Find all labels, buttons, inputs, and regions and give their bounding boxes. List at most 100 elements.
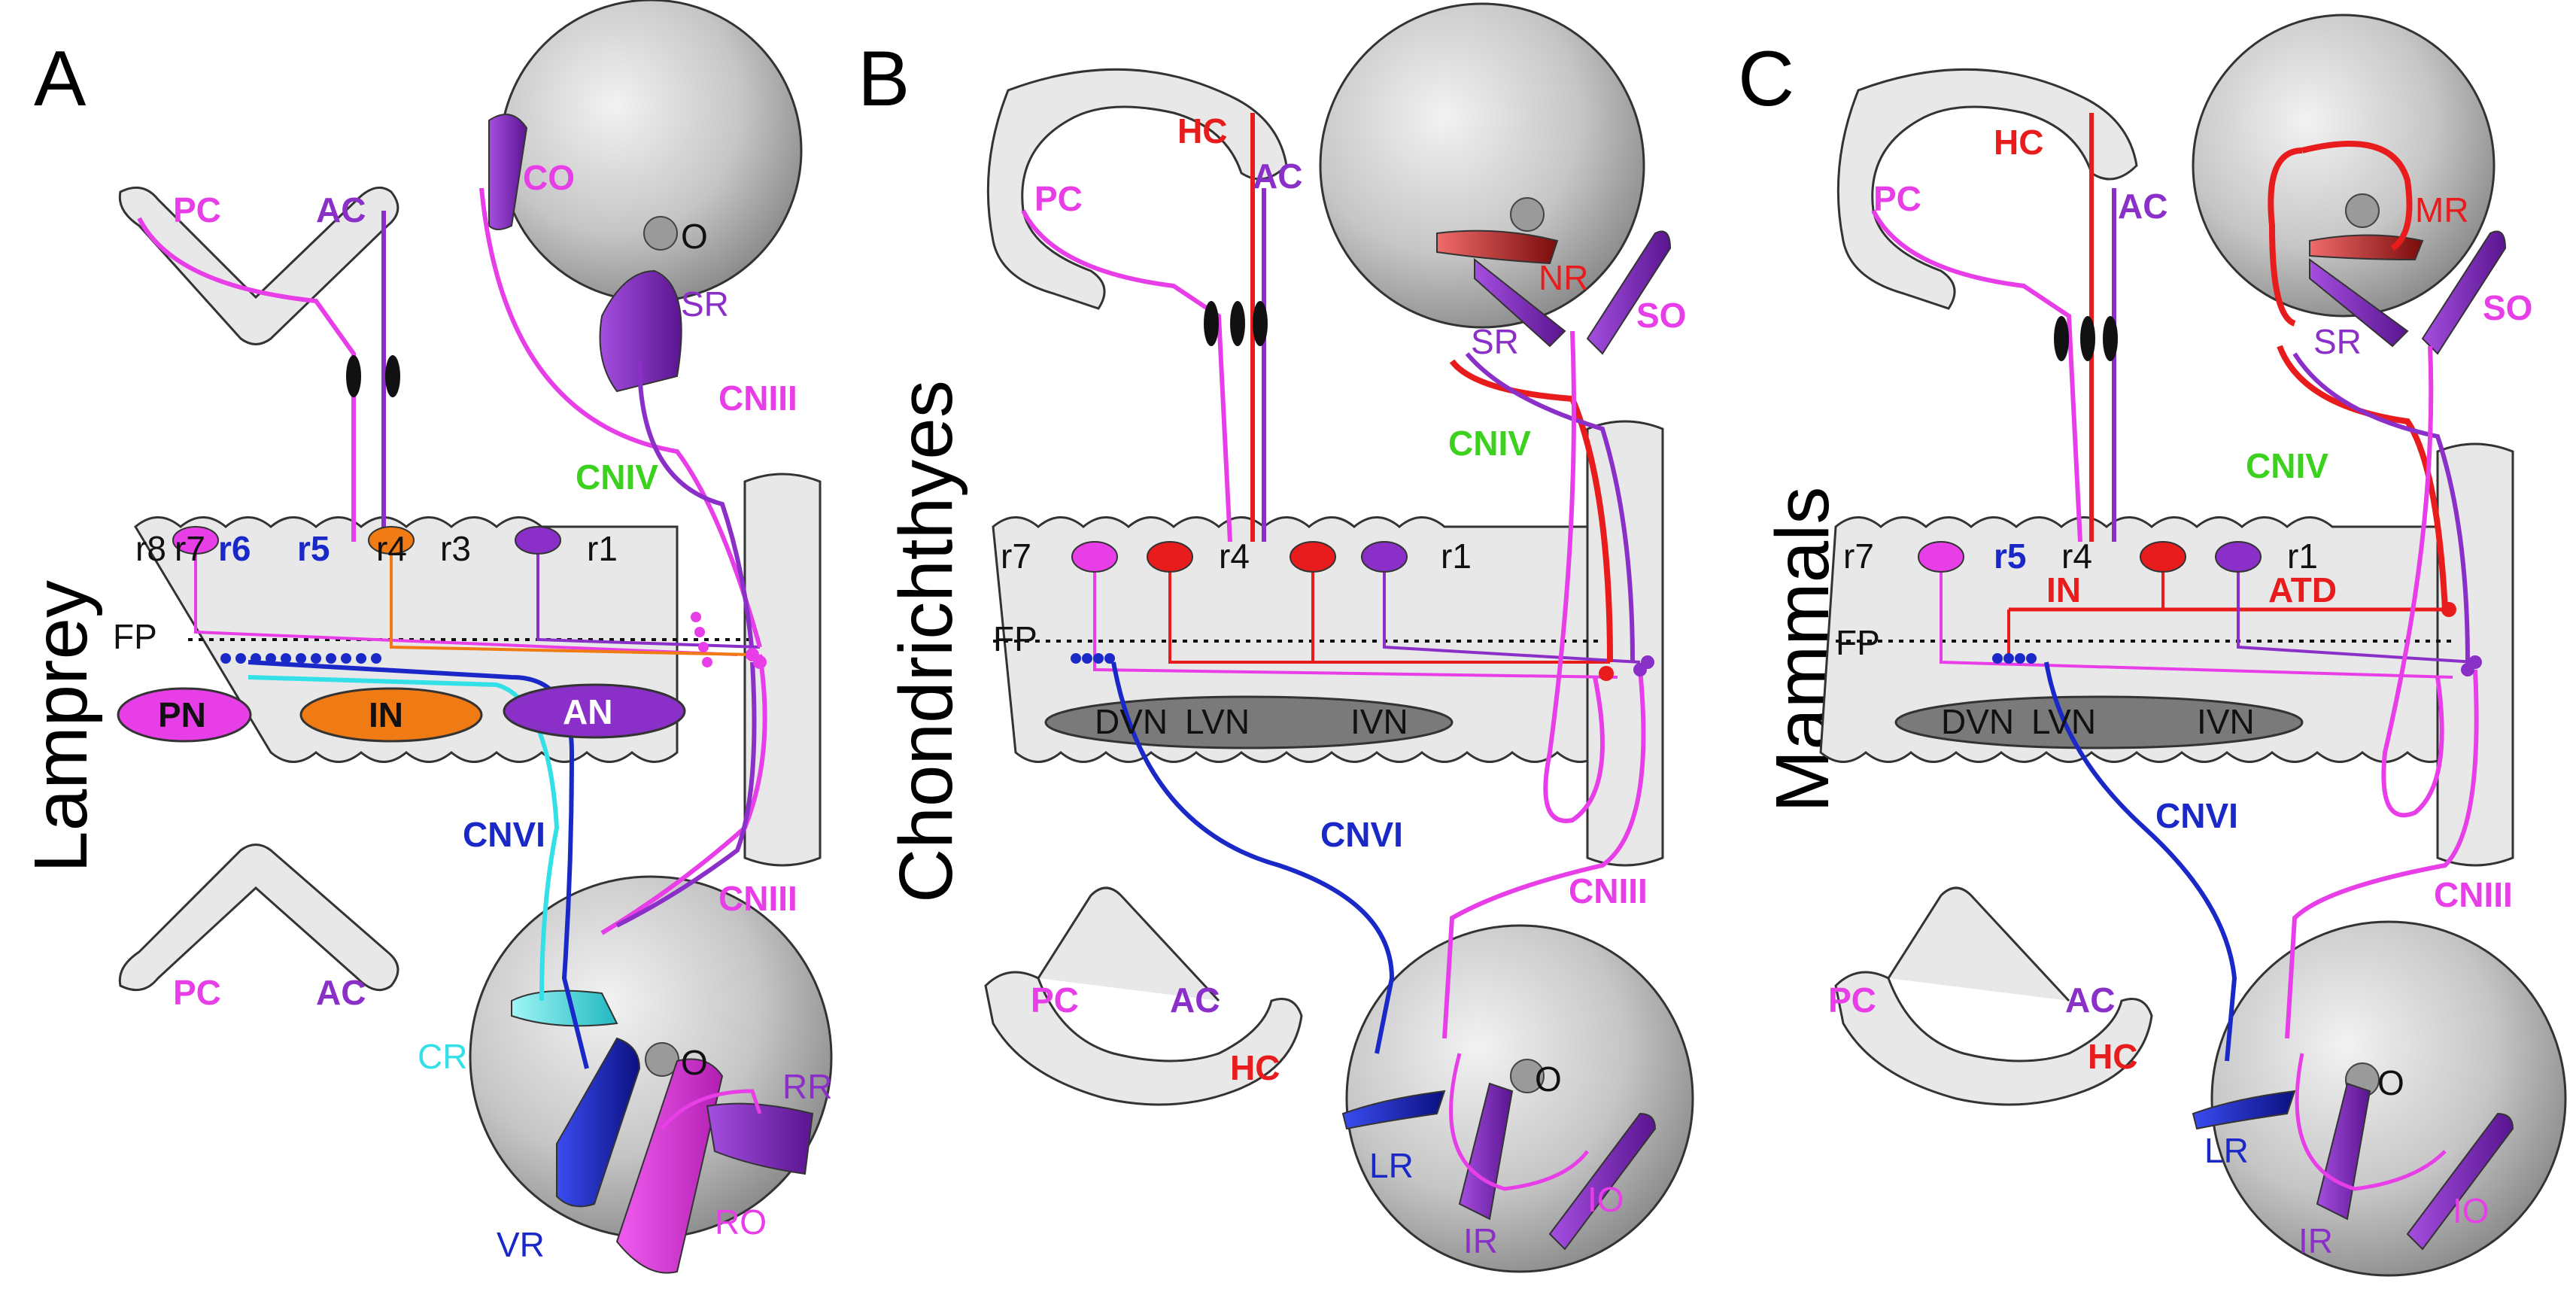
nerve-iv <box>479 187 762 648</box>
panel-letter: B <box>858 35 910 123</box>
label-ir: IR <box>1463 1221 1498 1260</box>
panel-b: B Chondrichthyes <box>858 2 1694 1273</box>
label-cr: CR <box>418 1037 467 1076</box>
optic-nerve-top <box>643 216 678 251</box>
muscle-mr <box>2309 234 2424 261</box>
label-cnvi: CNVI <box>2155 796 2238 835</box>
label-cnvi: CNVI <box>1320 815 1403 854</box>
optic-nerve-top <box>1510 197 1545 232</box>
muscle-co <box>488 114 528 230</box>
nerve-vi <box>1111 661 1395 1054</box>
label-r1: r1 <box>1441 537 1472 576</box>
label-pc-top: PC <box>173 190 221 230</box>
ganglion <box>1204 301 1219 346</box>
muscle-so <box>2421 230 2507 355</box>
eye-bottom <box>2210 920 2567 1277</box>
label-io: IO <box>1587 1180 1624 1219</box>
label-hc-top: HC <box>1177 111 1227 150</box>
pathway-r7 <box>194 549 738 656</box>
label-lr: LR <box>1369 1146 1414 1185</box>
label-ac-top: AC <box>316 190 366 230</box>
cell-r5 <box>1147 541 1193 573</box>
label-nr: NR <box>1539 258 1588 297</box>
nerve-vi <box>2044 661 2237 1062</box>
pathway-purple-top <box>1465 352 1635 663</box>
label-pc-top: PC <box>1873 179 1921 218</box>
label-r1: r1 <box>587 529 618 568</box>
label-fp: FP <box>113 617 157 656</box>
pathway-r5 <box>1168 557 1610 664</box>
ganglion <box>385 355 400 397</box>
label-optic: O <box>2377 1063 2404 1102</box>
label-ac-bottom: AC <box>1170 980 1220 1020</box>
nerve-iv <box>2381 345 2444 818</box>
midbrain-shape <box>2436 442 2514 867</box>
label-ivn: IVN <box>2197 702 2255 741</box>
label-pc-bottom: PC <box>1828 980 1876 1020</box>
label-pc-bottom: PC <box>173 973 221 1012</box>
pathway-red-top <box>1449 359 1613 663</box>
pathway-rr <box>661 1089 762 1130</box>
muscle-rr <box>706 1102 814 1175</box>
cell-r1 <box>1361 541 1408 573</box>
muscle-vr <box>556 1037 641 1208</box>
panel-a: A Lamprey <box>19 0 833 1274</box>
label-so: SO <box>1636 296 1686 335</box>
nerve-vi <box>248 660 589 1069</box>
label-cniv: CNIV <box>576 457 658 497</box>
panel-c: C Mammals <box>1738 14 2567 1277</box>
pathway-r1 <box>1383 557 1641 664</box>
muscle-cr <box>511 989 618 1027</box>
panel-letter: A <box>34 35 87 123</box>
pathway-io <box>1449 1053 1589 1191</box>
canal-bottom-shape <box>984 886 1303 1106</box>
midbrain-shape <box>743 473 822 867</box>
ganglion <box>1253 301 1268 346</box>
label-r1: r1 <box>2287 537 2318 576</box>
label-r4: r4 <box>2061 537 2092 576</box>
label-dvn: DVN <box>1095 702 1168 741</box>
label-lvn: LVN <box>2031 702 2096 741</box>
pathway-pc <box>1021 209 1232 543</box>
muscle-sr <box>1474 257 1566 348</box>
label-r6: r6 <box>218 529 251 568</box>
label-ac-top: AC <box>2118 187 2167 226</box>
label-pc-bottom: PC <box>1031 980 1079 1020</box>
canal-top-shape <box>118 186 399 345</box>
cell-r1 <box>515 526 561 555</box>
muscle-so <box>1586 230 1672 355</box>
pathway-io <box>2295 1053 2447 1191</box>
label-r7: r7 <box>1843 537 1874 576</box>
ganglion <box>2054 316 2069 361</box>
purple-dots <box>2461 655 2482 676</box>
label-in: IN <box>369 695 403 734</box>
pathway-red-top <box>2277 345 2448 610</box>
nucleus-an <box>503 683 686 739</box>
label-cniii: CNIII <box>2434 875 2513 914</box>
blue-dots <box>1992 653 2037 664</box>
panel-letter: C <box>1738 35 1794 123</box>
muscle-sr <box>599 269 682 393</box>
vestibular-nuclei <box>1894 695 2304 749</box>
canal-bottom-shape <box>1834 886 2153 1106</box>
label-ac-bottom: AC <box>316 973 366 1012</box>
nerve-iii-top <box>637 360 755 655</box>
vestibular-nuclei <box>1044 695 1454 749</box>
ganglion <box>346 355 361 397</box>
cell-r4 <box>368 526 415 555</box>
label-fp: FP <box>993 619 1037 658</box>
label-ir: IR <box>2298 1221 2333 1260</box>
pathway-r1 <box>536 549 761 649</box>
label-dvn: DVN <box>1941 702 2014 741</box>
red-dot <box>1599 666 1614 681</box>
label-so: SO <box>2483 288 2532 327</box>
red-dot <box>2441 602 2456 617</box>
label-in: IN <box>2046 570 2081 609</box>
label-r4: r4 <box>376 529 407 568</box>
label-optic-top: O <box>681 217 708 256</box>
ganglion <box>1230 301 1245 346</box>
blue-dots <box>220 653 381 664</box>
label-optic-bottom: O <box>681 1043 708 1082</box>
label-hc-bottom: HC <box>1230 1048 1280 1087</box>
